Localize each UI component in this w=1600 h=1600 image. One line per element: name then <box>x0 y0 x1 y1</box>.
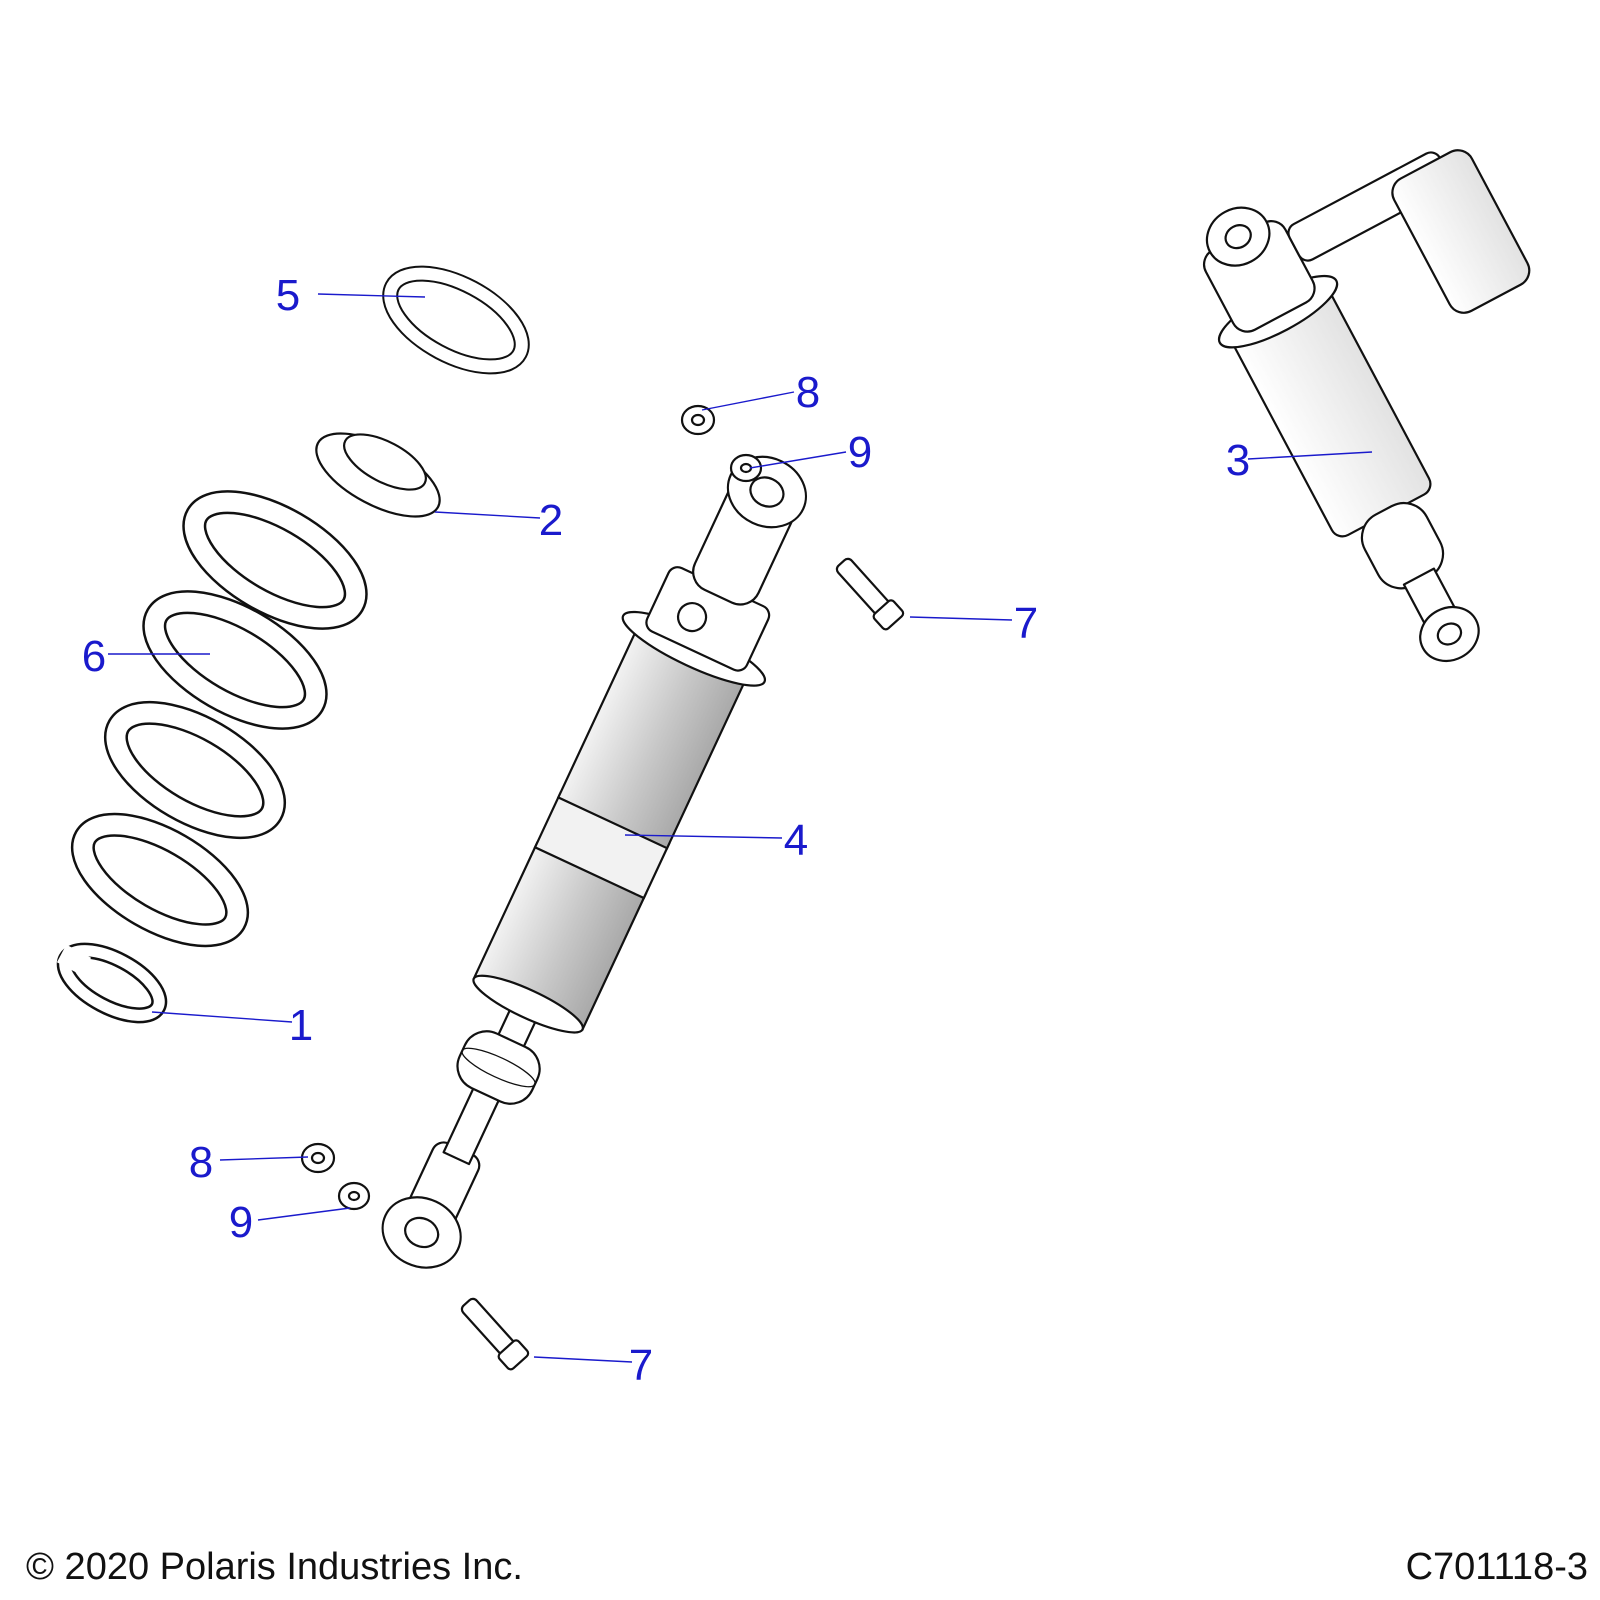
callout-labels: 5 8 9 2 3 7 6 4 1 8 9 7 <box>82 271 1250 1390</box>
leader-3 <box>1247 451 1373 460</box>
callout-1: 1 <box>289 1001 313 1050</box>
spring-seat-part <box>315 432 441 518</box>
callout-2: 2 <box>539 496 563 545</box>
callout-8-upper: 8 <box>796 368 820 417</box>
leader-2 <box>434 511 541 519</box>
callout-9-upper: 9 <box>848 428 872 477</box>
hardware-upper <box>680 404 905 631</box>
leader-lines <box>108 293 1373 1363</box>
leader-8b <box>219 1156 309 1161</box>
callout-5: 5 <box>276 271 300 320</box>
leader-7a <box>909 616 1013 621</box>
callout-4: 4 <box>784 816 808 865</box>
leader-4 <box>624 834 783 839</box>
callout-9-lower: 9 <box>229 1198 253 1247</box>
shock-assembly-part <box>1202 149 1531 663</box>
leader-1 <box>151 1011 293 1023</box>
leader-9b <box>257 1207 351 1221</box>
upper-spring-part <box>374 265 530 427</box>
leader-9a <box>749 451 847 469</box>
main-spring-part <box>70 490 368 948</box>
copyright-notice: © 2020 Polaris Industries Inc. <box>26 1546 523 1588</box>
callout-7-lower: 7 <box>629 1341 653 1390</box>
callout-7-upper: 7 <box>1014 599 1038 648</box>
leader-8a <box>701 391 795 411</box>
spring-retainer-part <box>56 942 168 1024</box>
callout-3: 3 <box>1226 436 1250 485</box>
shock-absorber-part <box>381 455 808 1269</box>
leader-7b <box>533 1356 633 1363</box>
drawing-number: C701118-3 <box>1405 1546 1588 1588</box>
callout-6: 6 <box>82 632 106 681</box>
leader-5 <box>317 293 426 298</box>
callout-8-lower: 8 <box>189 1138 213 1187</box>
hardware-lower <box>300 1142 530 1371</box>
